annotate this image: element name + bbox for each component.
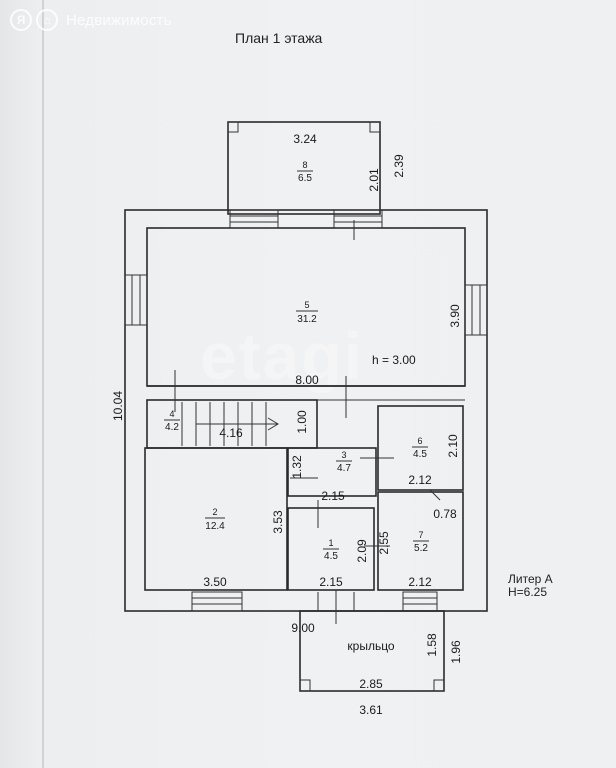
room-number: 6 [417, 436, 422, 446]
dimension-label: 2.12 [408, 575, 432, 589]
brand-name: Недвижимость [66, 11, 172, 29]
room-number: 1 [328, 538, 333, 548]
dimension-label: 2.55 [377, 531, 391, 555]
room-number: 5 [304, 300, 309, 310]
interior-walls [144, 385, 465, 591]
room-label-2: 2 12.4 [205, 507, 225, 532]
staircase [181, 402, 279, 446]
brand-logo[interactable]: Я ⌂ Недвижимость [10, 6, 172, 34]
dimension-label: 10.04 [111, 391, 125, 421]
room-label-6: 6 4.5 [412, 436, 428, 460]
dimension-label: 1.00 [295, 410, 309, 434]
dimension-label: 4.16 [219, 426, 243, 440]
dimension-label: 2.09 [355, 539, 369, 563]
room-number: 8 [302, 160, 307, 170]
dimension-label: 9.00 [291, 621, 315, 635]
dimension-label: 1.96 [449, 640, 463, 664]
dimension-label: 0.78 [433, 507, 457, 521]
room-label-3: 3 4.7 [336, 450, 352, 474]
house-badge-icon: ⌂ [36, 9, 58, 31]
dimension-label: 8.00 [295, 373, 319, 387]
room-label-4: 4 4.2 [164, 409, 180, 433]
dimension-label: 3.24 [293, 132, 317, 146]
dimension-label: 2.85 [359, 677, 383, 691]
room-area: 4.5 [324, 551, 338, 562]
room-number: 7 [418, 530, 423, 540]
dimension-labels: 3.24 2.01 2.39 3.90 10.04 8.00 4.16 1.00… [111, 132, 463, 717]
watermark: etagi [200, 319, 365, 393]
room-label-7: 7 5.2 [413, 530, 429, 554]
dimension-label: 3.90 [448, 304, 462, 328]
dimension-label: 1.32 [290, 455, 304, 479]
windows [124, 209, 488, 612]
room-area: 4.7 [337, 463, 351, 474]
literal-line-1: Литер А [508, 572, 553, 586]
dimension-label: 2.39 [392, 154, 406, 178]
dimension-label: 2.15 [321, 489, 345, 503]
room-area: 5.2 [414, 543, 428, 554]
porch [299, 592, 445, 692]
ceiling-height: h = 3.00 [372, 353, 416, 367]
room-8-balcony [227, 121, 381, 215]
room-area: 4.5 [413, 449, 427, 460]
dimension-label: 2.12 [408, 473, 432, 487]
dimension-label: 3.61 [359, 703, 383, 717]
room-area: 6.5 [298, 173, 312, 184]
room-area: 12.4 [205, 521, 225, 532]
room-number: 3 [341, 450, 346, 460]
literal-label: Литер А H=6.25 [508, 573, 553, 599]
room-number: 2 [212, 507, 217, 517]
room-label-1: 1 4.5 [323, 538, 339, 562]
porch-label: крыльцо [347, 639, 395, 653]
room-label-5: 5 31.2 [296, 300, 318, 325]
room-label-8: 8 6.5 [297, 160, 313, 184]
room-number: 4 [169, 409, 174, 419]
room-area: 4.2 [165, 422, 179, 433]
plan-title: План 1 этажа [235, 30, 323, 46]
dimension-label: 3.53 [271, 510, 285, 534]
paper-margin-line [42, 0, 44, 768]
dimension-label: 3.50 [203, 575, 227, 589]
dimension-label: 2.10 [446, 434, 460, 458]
literal-line-2: H=6.25 [508, 585, 548, 599]
dimension-label: 2.15 [319, 575, 343, 589]
dimension-label: 2.01 [367, 168, 381, 192]
section-markers [174, 220, 394, 624]
dimension-label: 1.58 [425, 633, 439, 657]
yandex-badge-icon: Я [10, 9, 32, 31]
room-area: 31.2 [297, 314, 317, 325]
